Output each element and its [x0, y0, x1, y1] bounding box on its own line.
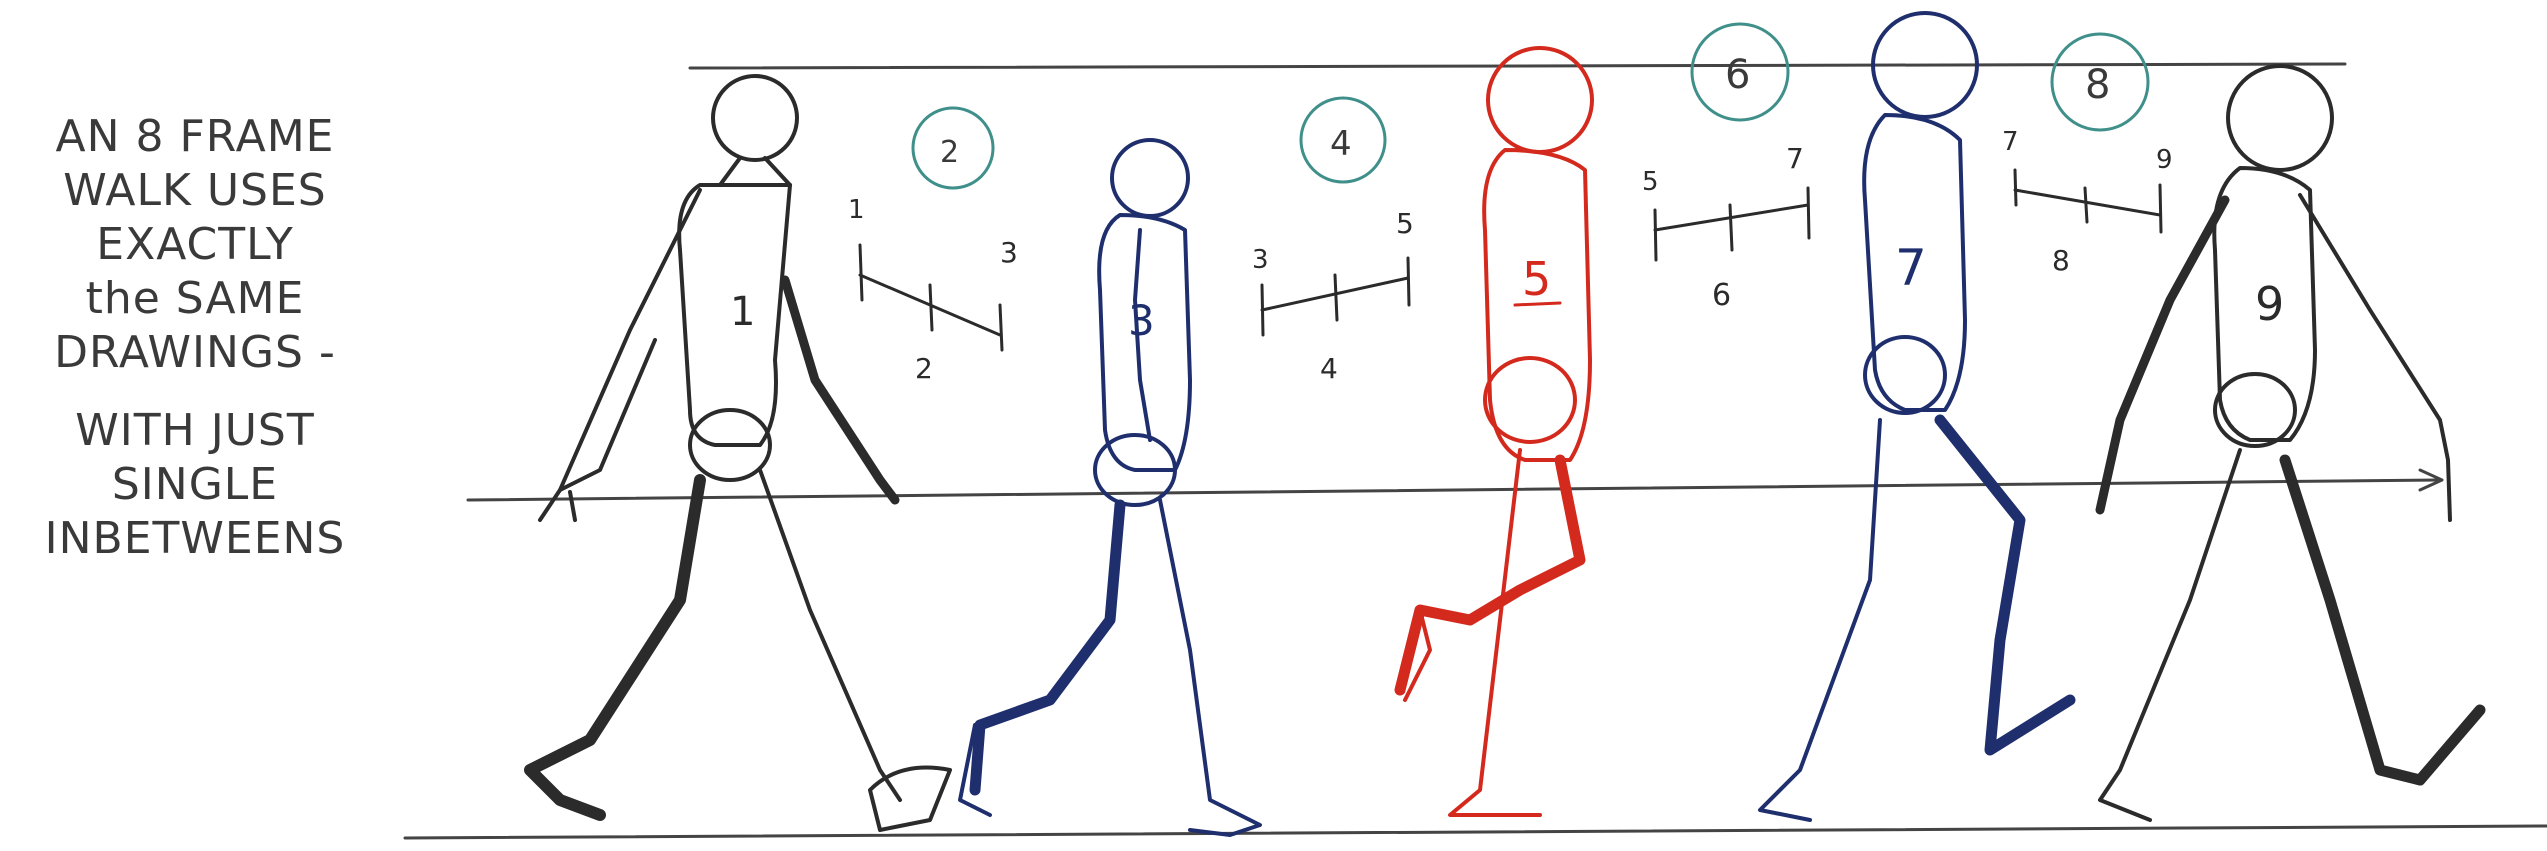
figure-1-front-leg: [760, 470, 900, 800]
figure-1-front-arm: [785, 280, 895, 500]
ground-line: [405, 826, 2547, 838]
inbetween-number-4: 4: [1330, 124, 1352, 164]
figure-1: [530, 76, 950, 830]
figure-9-back-arm: [2100, 200, 2225, 510]
timing-chart-2-left: 3: [1252, 245, 1269, 275]
figure-5-standing-leg: [1450, 450, 1540, 815]
inbetween-number-8: 8: [2085, 62, 2110, 108]
timing-chart-2-mid: 4: [1320, 352, 1338, 385]
figure-7: [1760, 13, 2070, 820]
timing-chart-4-mid: 8: [2052, 244, 2070, 277]
figure-9-number: 9: [2255, 277, 2284, 331]
timing-chart-1-left: 1: [848, 195, 865, 225]
figure-3-front-leg: [1160, 500, 1260, 835]
timing-chart-3-right: 7: [1786, 142, 1804, 175]
figure-9-head: [2228, 66, 2332, 170]
timing-chart-2-right: 5: [1396, 207, 1414, 240]
figure-3-head: [1112, 140, 1188, 216]
timing-chart-4: [2015, 170, 2161, 232]
timing-chart-1-mid: 2: [915, 352, 933, 385]
timing-chart-1: [860, 245, 1002, 350]
timing-chart-4-left: 7: [2002, 127, 2019, 157]
figure-1-back-leg: [530, 480, 700, 815]
timing-chart-3: [1655, 188, 1809, 260]
figure-1-head: [713, 76, 797, 160]
inbetween-number-6: 6: [1725, 52, 1750, 98]
figure-9-hip: [2215, 374, 2295, 446]
figure-5-head: [1488, 48, 1592, 152]
figure-3-number: 3: [1128, 296, 1155, 345]
figure-1-hand-back: [540, 490, 575, 520]
figure-9: [2100, 66, 2480, 820]
figure-3-back-leg: [975, 505, 1120, 790]
figure-1-neck: [720, 158, 790, 185]
figure-7-number: 7: [1895, 239, 1927, 297]
figure-5: [1400, 48, 1592, 815]
figure-9-front-arm: [2300, 195, 2450, 520]
figure-1-back-arm: [560, 190, 700, 490]
figure-1-front-foot: [870, 768, 950, 831]
figure-7-front-leg: [1760, 420, 1880, 820]
figure-1-number: 1: [730, 289, 755, 335]
figure-5-number: 5: [1522, 252, 1551, 306]
timing-chart-3-left: 5: [1642, 167, 1659, 197]
timing-chart-3-mid: 6: [1712, 278, 1731, 313]
timing-chart-2: [1262, 258, 1409, 335]
inbetween-number-2: 2: [940, 135, 959, 170]
timing-chart-1-right: 3: [1000, 236, 1018, 269]
figure-9-front-leg: [2100, 450, 2240, 820]
figure-5-number-underline: [1515, 303, 1560, 305]
timing-chart-4-right: 9: [2156, 145, 2173, 175]
figure-7-back-leg: [1940, 420, 2070, 750]
figure-5-hip: [1485, 358, 1575, 442]
